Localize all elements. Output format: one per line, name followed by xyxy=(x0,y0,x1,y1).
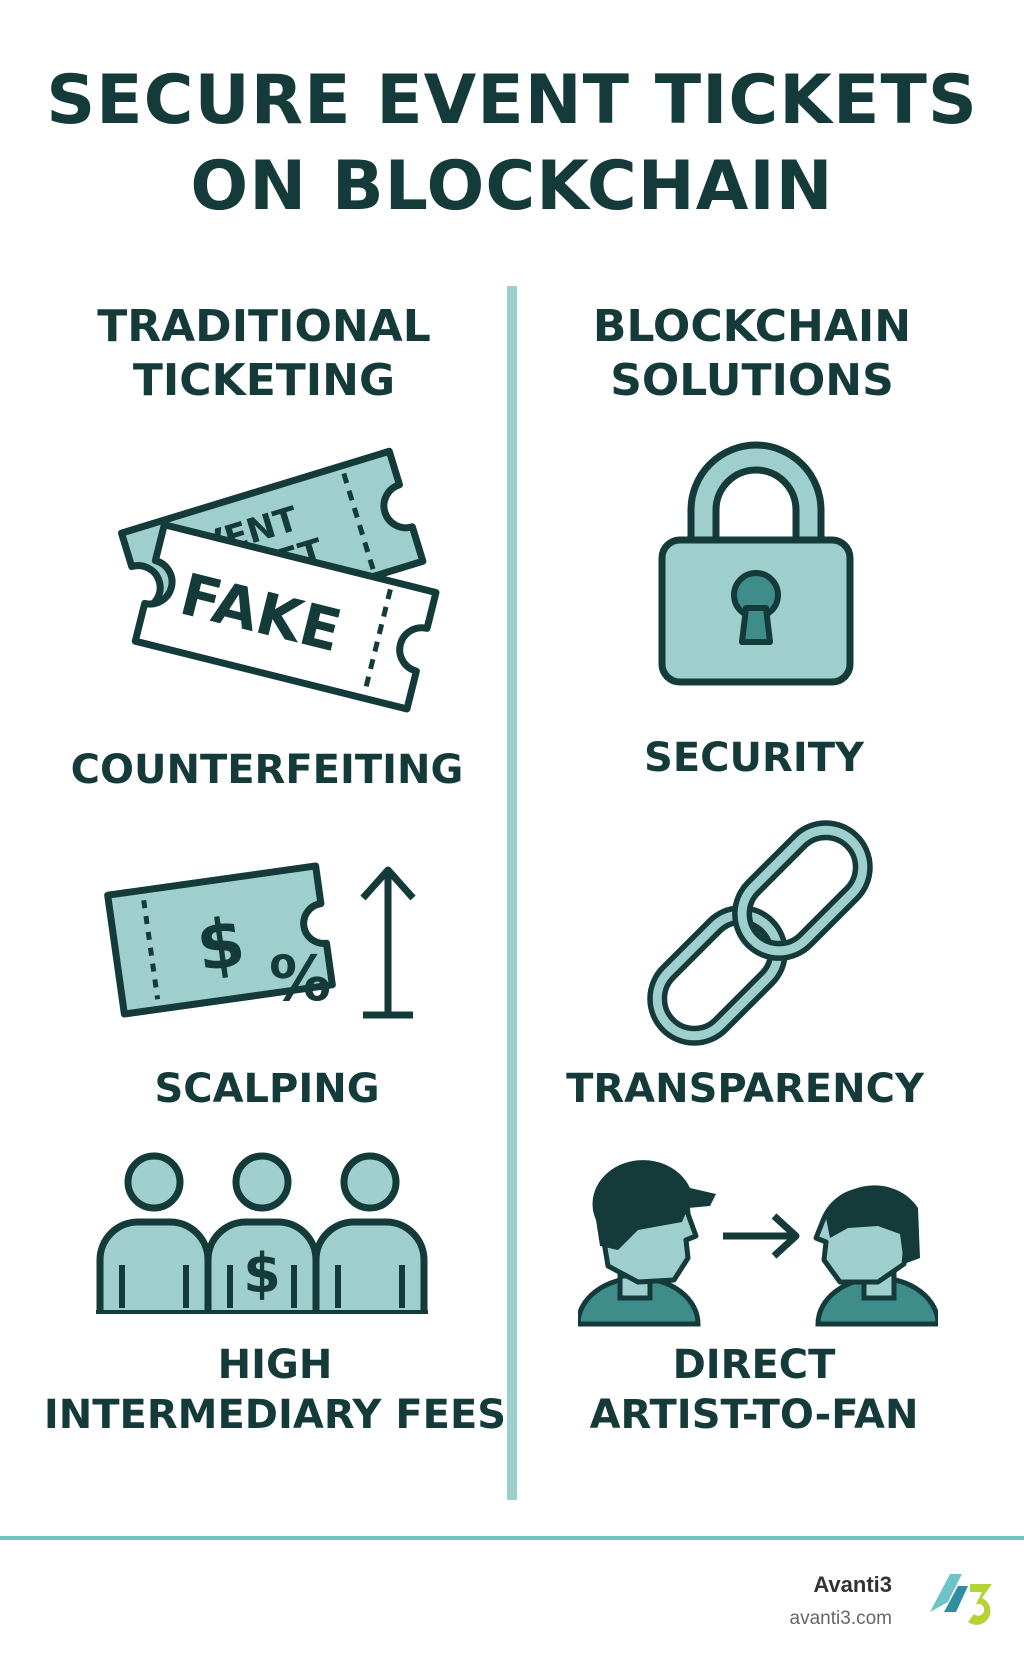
blockchain-heading-line-1: BLOCKCHAIN xyxy=(592,301,912,352)
intermediary-fees-label: HIGH INTERMEDIARY FEES xyxy=(40,1340,510,1440)
counterfeiting-label: COUNTERFEITING xyxy=(70,747,464,793)
blockchain-heading-line-2: SOLUTIONS xyxy=(610,355,894,406)
artist-to-fan-label: DIRECT ARTIST-TO-FAN xyxy=(519,1340,989,1440)
dollar-sign: $ xyxy=(192,903,250,988)
title-line-1: SECURE EVENT TICKETS xyxy=(46,61,978,140)
padlock-icon xyxy=(658,441,854,686)
avanti3-logo-icon xyxy=(930,1574,992,1625)
direct-label-line-1: DIRECT xyxy=(672,1342,836,1388)
traditional-ticketing-heading: TRADITIONAL TICKETING xyxy=(44,300,484,408)
scalping-label: SCALPING xyxy=(154,1066,380,1112)
chain-link-icon xyxy=(647,820,873,1046)
transparency-label: TRANSPARENCY xyxy=(566,1066,924,1112)
traditional-heading-line-2: TICKETING xyxy=(132,355,396,406)
security-label: SECURITY xyxy=(644,735,864,781)
fees-label-line-2: INTERMEDIARY FEES xyxy=(43,1392,507,1438)
fee-dollar-sign: $ xyxy=(243,1242,281,1305)
fake-ticket-icon: EVENT TICKET FAKE xyxy=(117,447,440,713)
title-line-2: ON BLOCKCHAIN xyxy=(190,147,834,226)
brand-name: Avanti3 xyxy=(813,1572,892,1597)
footer-divider xyxy=(0,1536,1024,1540)
blockchain-solutions-heading: BLOCKCHAIN SOLUTIONS xyxy=(532,300,972,408)
brand-url[interactable]: avanti3.com xyxy=(789,1608,892,1629)
traditional-heading-line-1: TRADITIONAL xyxy=(97,301,431,352)
price-hike-ticket-icon: $ % xyxy=(104,862,416,1019)
page-title: SECURE EVENT TICKETS ON BLOCKCHAIN xyxy=(0,58,1024,230)
artist-to-fan-icon xyxy=(578,1160,938,1327)
fees-label-line-1: HIGH xyxy=(217,1342,333,1388)
percent-sign: % xyxy=(269,942,331,1015)
middlemen-fees-icon: $ xyxy=(96,1152,428,1314)
column-divider xyxy=(507,286,517,1500)
direct-label-line-2: ARTIST-TO-FAN xyxy=(589,1392,919,1438)
